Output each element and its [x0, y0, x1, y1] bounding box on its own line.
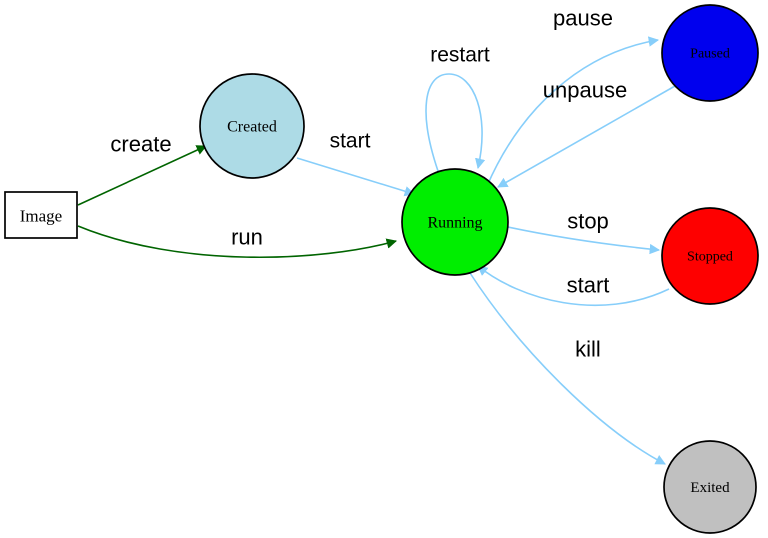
node-shape-image	[4, 191, 78, 239]
node-label-image: Image	[20, 207, 62, 226]
node-label-paused: Paused	[690, 47, 730, 62]
node-label-created: Created	[227, 119, 277, 136]
edge-label-restart: restart	[430, 44, 490, 67]
edge-label-start-created: start	[330, 130, 371, 153]
edge-stop	[507, 226, 661, 255]
edge-restart	[425, 73, 486, 172]
node-shape-exited	[663, 440, 757, 534]
edge-label-unpause: unpause	[543, 78, 627, 103]
node-shape-stopped	[661, 207, 759, 305]
edge-start-stopped	[477, 265, 670, 307]
edge-run	[77, 225, 398, 259]
node-label-running: Running	[427, 215, 482, 232]
edge-labels-layer: create run start restart pause unpause stop sta…	[110, 6, 627, 362]
node-label-stopped: Stopped	[687, 250, 733, 265]
edge-label-pause: pause	[553, 6, 613, 31]
node-running[interactable]: Running	[401, 168, 509, 276]
node-image[interactable]: Image	[4, 191, 78, 239]
edge-create	[77, 145, 207, 206]
node-shape-created	[199, 73, 305, 179]
edge-label-start-stopped: start	[567, 273, 610, 298]
edge-label-create: create	[110, 132, 171, 157]
edge-unpause	[497, 85, 676, 188]
edge-label-run: run	[231, 225, 263, 250]
node-exited[interactable]: Exited	[663, 440, 757, 534]
node-shape-running	[401, 168, 509, 276]
edge-label-kill: kill	[575, 337, 601, 362]
node-created[interactable]: Created	[199, 73, 305, 179]
edge-kill	[469, 272, 666, 465]
edge-label-stop: stop	[567, 209, 609, 234]
node-paused[interactable]: Paused	[661, 4, 759, 102]
edge-pause	[486, 36, 660, 187]
node-label-exited: Exited	[690, 480, 730, 496]
edges-layer	[77, 36, 676, 465]
node-stopped[interactable]: Stopped	[661, 207, 759, 305]
node-shape-paused	[661, 4, 759, 102]
edge-start-created	[296, 157, 415, 197]
